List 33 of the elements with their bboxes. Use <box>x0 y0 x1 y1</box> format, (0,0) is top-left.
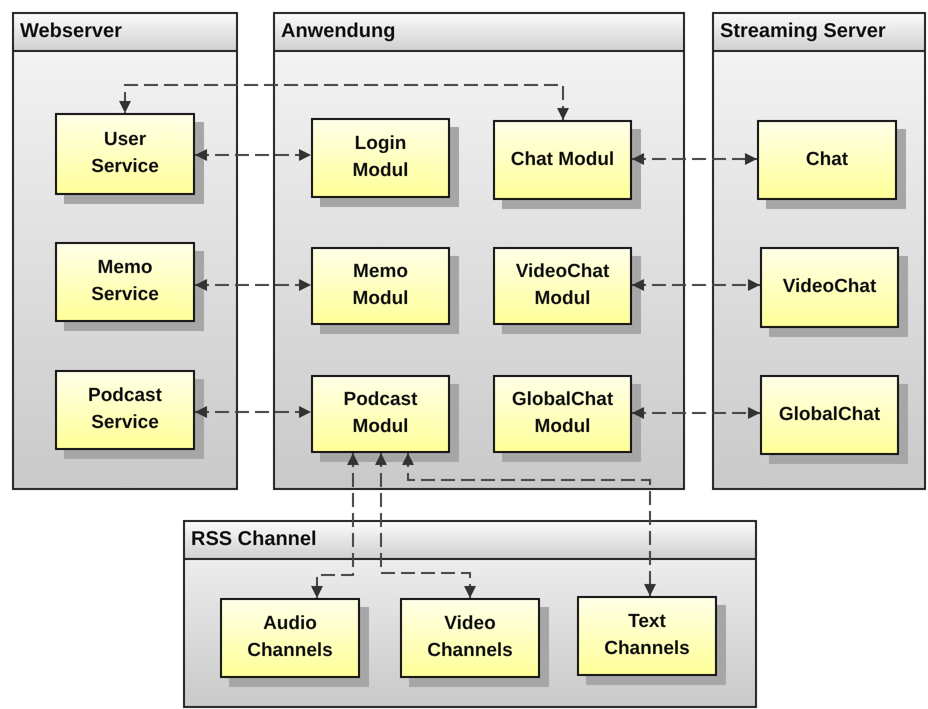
component-label: User Service <box>90 128 160 179</box>
panel-title: RSS Channel <box>191 528 317 551</box>
connector-arrow <box>195 406 311 418</box>
component-label: Chat Modul <box>510 148 614 172</box>
container-panel <box>12 12 238 490</box>
connector-arrow <box>195 279 311 291</box>
panel-title: Streaming Server <box>720 20 886 43</box>
connector-arrow <box>119 84 569 120</box>
connector-arrow <box>632 279 760 291</box>
container-panel <box>183 520 757 708</box>
panel-title: Anwendung <box>281 20 396 43</box>
component-label: VideoChat Modul <box>514 260 610 311</box>
component-label: Podcast Modul <box>342 388 418 439</box>
container-panel <box>712 12 926 490</box>
connector-arrow <box>632 153 757 165</box>
connector-arrow <box>632 407 760 419</box>
component-label: Video Channels <box>426 612 514 663</box>
component-label: Text Channels <box>603 610 691 661</box>
connector-arrow <box>402 453 656 596</box>
connector-arrow <box>311 453 359 598</box>
panel-title: Webserver <box>20 20 122 43</box>
component-label: Memo Modul <box>352 260 410 311</box>
component-label: Podcast Service <box>87 384 163 435</box>
component-label: VideoChat <box>782 275 878 300</box>
container-panel <box>273 12 685 490</box>
component-label: Login Modul <box>352 132 410 183</box>
component-label: Audio Channels <box>246 612 334 663</box>
component-label: GlobalChat Modul <box>510 388 614 439</box>
component-label: Memo Service <box>90 256 160 307</box>
connector-arrow <box>375 453 476 598</box>
component-label: Chat <box>804 148 850 172</box>
connector-arrow <box>195 149 311 161</box>
component-label: GlobalChat <box>778 402 882 427</box>
